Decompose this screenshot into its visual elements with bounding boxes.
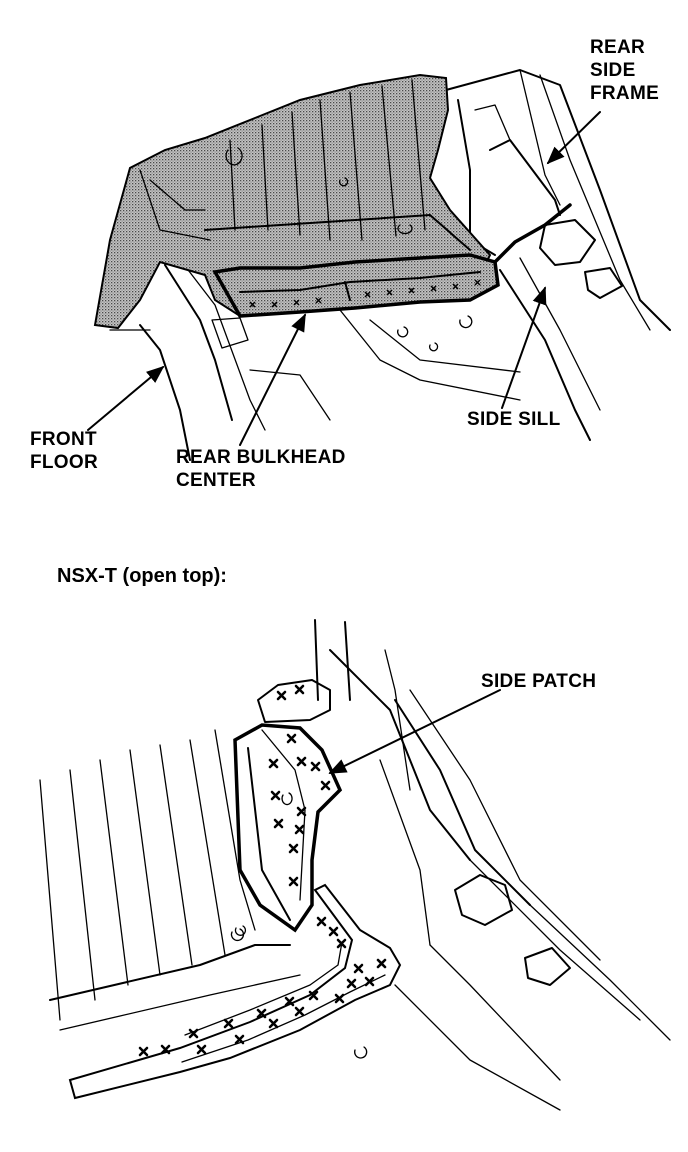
rear-bulkhead-center-label-line-2: CENTER	[176, 470, 256, 491]
side-sill-flange	[68, 883, 402, 1100]
rear-side-frame-label: REAR SIDE FRAME	[590, 36, 659, 105]
front-floor-label-line-1: FRONT	[30, 429, 97, 450]
side-sill-label: SIDE SILL	[467, 409, 561, 430]
open-top-structure-lines	[39, 619, 671, 1111]
rear-bulkhead-center-label-line-1: REAR BULKHEAD	[176, 447, 346, 468]
rear-bulkhead-center-arrow	[239, 313, 306, 446]
bottom-illustration	[39, 619, 671, 1111]
side-patch-part	[233, 723, 343, 933]
side-patch-label: SIDE PATCH	[481, 671, 597, 692]
floor-ribs	[139, 79, 471, 251]
rear-side-frame-label-line-1: REAR	[590, 37, 646, 58]
front-floor-label-line-2: FLOOR	[30, 452, 98, 473]
top-illustration	[87, 69, 671, 461]
spot-weld-marks	[138, 684, 387, 1057]
rear-side-frame-label-line-2: SIDE	[590, 60, 636, 81]
bulkhead-weld-marks	[249, 279, 481, 308]
side-sill-arrow	[501, 286, 547, 409]
body-structure-lines	[109, 69, 671, 461]
rear-side-frame-arrow	[546, 111, 601, 165]
rear-bulkhead-center-label: REAR BULKHEAD CENTER	[176, 446, 346, 492]
side-patch-arrow	[328, 689, 501, 774]
rear-side-frame-label-line-3: FRAME	[590, 83, 660, 104]
rear-bulkhead-center-part	[212, 253, 500, 318]
front-floor-arrow	[87, 365, 165, 431]
front-floor-label: FRONT FLOOR	[30, 428, 98, 474]
subtitle: NSX-T (open top):	[57, 565, 227, 587]
